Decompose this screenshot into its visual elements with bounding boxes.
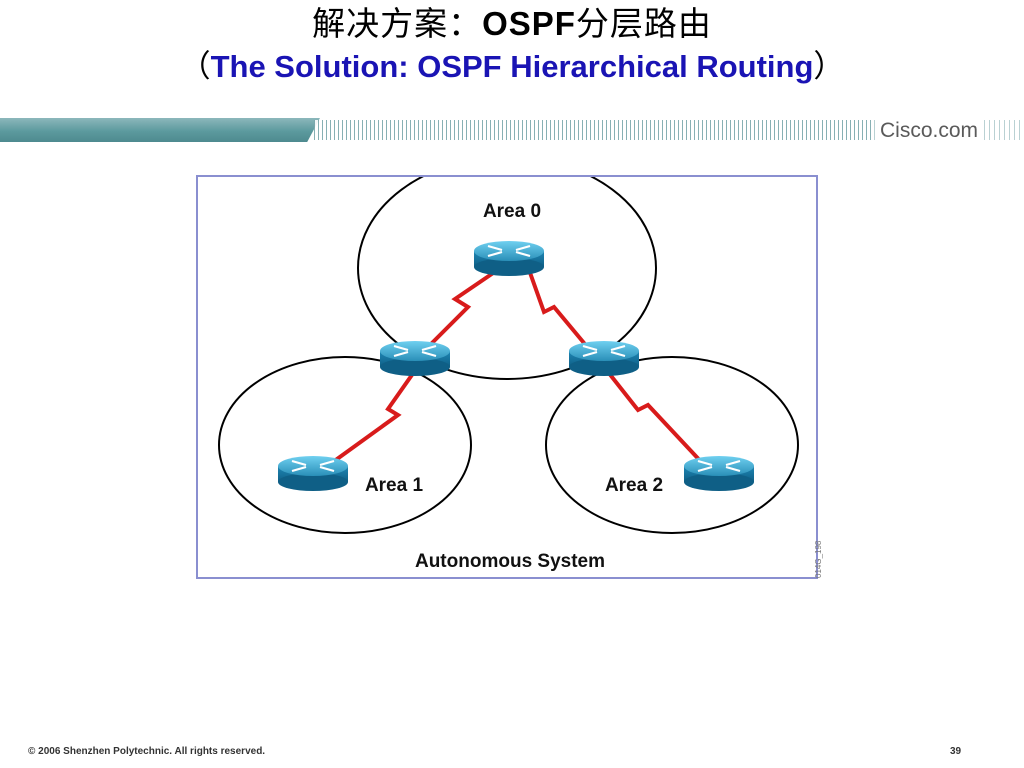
- cisco-logo: Cisco.com: [876, 118, 983, 144]
- slide-title: 解决方案：OSPF分层路由 （The Solution: OSPF Hierar…: [0, 4, 1024, 90]
- banner-stripes: [314, 120, 874, 140]
- link-area0-right: [526, 266, 596, 357]
- link-area2: [606, 370, 708, 469]
- area2-label: Area 2: [605, 475, 663, 496]
- area2-boundary: [545, 356, 799, 534]
- banner-solid-bar: [0, 118, 320, 142]
- title-prefix: 解决方案：: [312, 4, 483, 43]
- page-number: 39: [950, 746, 962, 757]
- area0-boundary: [357, 177, 657, 380]
- footer-copyright: © 2006 Shenzhen Polytechnic. All rights …: [28, 746, 266, 757]
- figure-code: 014G_198: [814, 540, 823, 578]
- title-open-paren: （: [179, 49, 211, 85]
- link-area0-left: [418, 265, 504, 357]
- area1-label: Area 1: [365, 475, 424, 496]
- diagram-canvas: Area 0 Area 1 Area 2 Autonomous System: [218, 177, 799, 572]
- title-english-text: The Solution: OSPF Hierarchical Routing: [210, 49, 814, 84]
- autonomous-system-label: Autonomous System: [415, 551, 605, 572]
- title-english: （The Solution: OSPF Hierarchical Routing…: [0, 44, 1024, 90]
- title-chinese: 解决方案：OSPF分层路由: [0, 4, 1024, 44]
- router-icon: [569, 341, 639, 376]
- ospf-diagram: Area 0 Area 1 Area 2 Autonomous System: [196, 175, 818, 579]
- header-banner: Cisco.com: [0, 118, 1024, 146]
- area0-label: Area 0: [483, 201, 541, 222]
- router-icon: [474, 241, 544, 276]
- link-area1: [324, 370, 416, 469]
- area1-boundary: [218, 356, 472, 534]
- router-icon: [380, 341, 450, 376]
- router-icon: [684, 456, 754, 491]
- title-close-paren: ）: [813, 49, 845, 85]
- title-ospf: OSPF: [482, 5, 576, 42]
- router-icon: [278, 456, 348, 491]
- title-suffix: 分层路由: [575, 4, 712, 43]
